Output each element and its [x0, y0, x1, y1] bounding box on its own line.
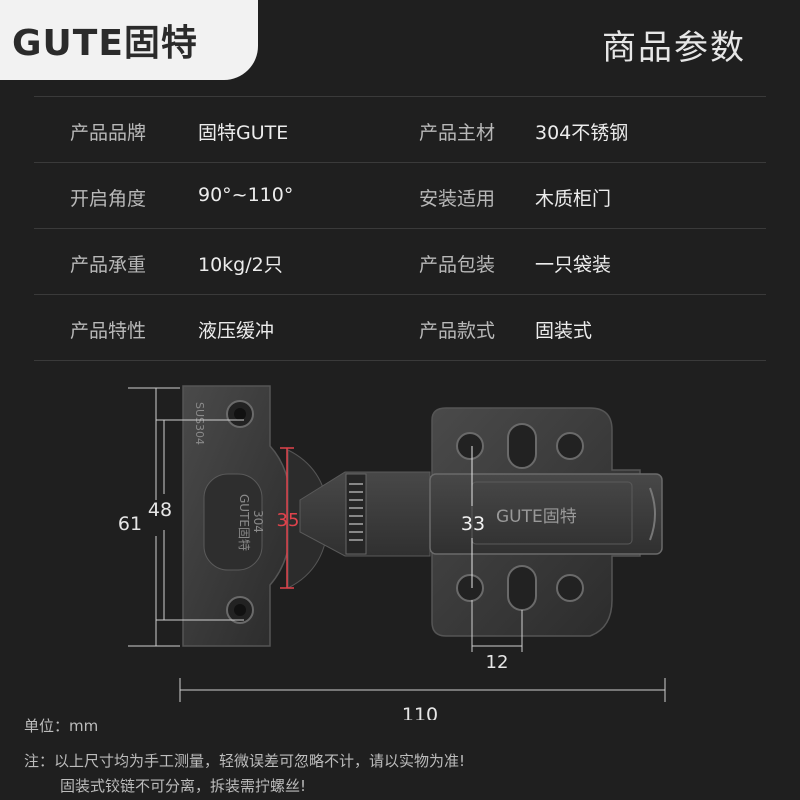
cup-engraving-brand: GUTE固特	[237, 494, 252, 551]
spec-table: 产品品牌 固特GUTE 产品主材 304不锈钢 开启角度 90°~110° 安装…	[34, 96, 766, 361]
dim-110-label: 110	[402, 704, 438, 720]
dim-33-label: 33	[461, 513, 485, 535]
spec-value: 液压缓冲	[198, 320, 275, 342]
hinge-arm-cover: GUTE固特	[429, 473, 663, 555]
spec-value: 10kg/2只	[198, 254, 283, 276]
spec-label: 产品特性	[70, 320, 147, 342]
arm-engraving: GUTE固特	[496, 507, 577, 527]
spec-row: 产品特性 液压缓冲 产品款式 固装式	[34, 294, 766, 361]
dim-35-label: 35	[277, 510, 300, 531]
dimension-48	[156, 419, 244, 621]
dim-61-label: 61	[118, 513, 142, 535]
spec-label: 产品品牌	[70, 122, 147, 144]
spec-label: 开启角度	[70, 188, 147, 210]
logo-text: GUTE固特	[12, 23, 198, 64]
dimension-12	[471, 600, 523, 652]
spec-row: 开启角度 90°~110° 安装适用 木质柜门	[34, 162, 766, 228]
dimension-110	[179, 678, 666, 702]
unit-note: 单位：mm	[24, 717, 99, 735]
cup-engraving-material: 304	[251, 510, 265, 533]
hinge-base-plate: SUS304 GUTE固特 304	[182, 385, 293, 647]
spec-label: 产品主材	[419, 122, 496, 144]
spec-value: 木质柜门	[535, 188, 612, 210]
spec-row: 产品承重 10kg/2只 产品包装 一只袋装	[34, 228, 766, 294]
spec-value: 一只袋装	[535, 254, 612, 276]
hinge-arm	[299, 471, 431, 557]
disclaimer-note: 注：以上尺寸均为手工测量，轻微误差可忽略不计，请以实物为准!	[24, 752, 466, 770]
spec-label: 产品包装	[419, 254, 496, 276]
spec-label: 安装适用	[419, 188, 496, 210]
spec-label: 产品承重	[70, 254, 147, 276]
spec-value: 固特GUTE	[198, 122, 289, 144]
brand-logo: GUTE固特	[0, 0, 258, 80]
dim-12-label: 12	[486, 652, 509, 673]
installation-note: 固装式铰链不可分离，拆装需拧螺丝!	[60, 777, 307, 795]
base-engraving: SUS304	[193, 402, 206, 445]
dimension-61	[128, 387, 180, 647]
spec-row: 产品品牌 固特GUTE 产品主材 304不锈钢	[34, 96, 766, 162]
dim-48-label: 48	[148, 499, 172, 521]
hinge-diagram: SUS304 GUTE固特 304 GUTE固特	[118, 385, 666, 720]
spec-label: 产品款式	[419, 320, 496, 342]
spec-value: 304不锈钢	[535, 122, 629, 144]
spec-value: 90°~110°	[198, 184, 294, 206]
spec-value: 固装式	[535, 320, 593, 342]
dimension-35	[280, 447, 294, 589]
page-title: 商品参数	[602, 28, 746, 68]
